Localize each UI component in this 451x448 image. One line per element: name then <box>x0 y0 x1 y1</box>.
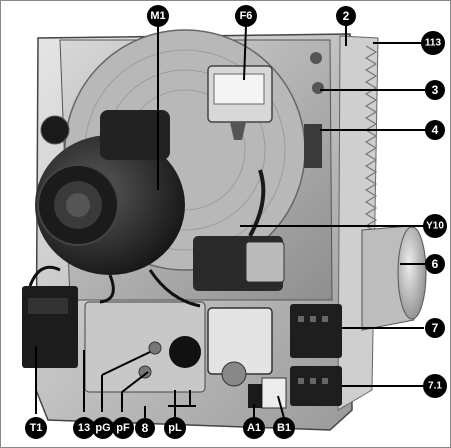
fin-ridges <box>364 45 378 251</box>
callout-label-pl: pL <box>168 422 182 434</box>
callout-7-1: 7.1 <box>423 374 447 398</box>
callout-label-f6: F6 <box>240 10 253 22</box>
callout-pl: pL <box>164 417 186 439</box>
callout-113: 113 <box>421 31 445 55</box>
callout-label-b1: B1 <box>277 422 291 434</box>
callout-label-7: 7 <box>432 321 439 335</box>
blast-tube-end <box>397 226 427 320</box>
callout-t1: T1 <box>25 417 47 439</box>
callout-y10: Y10 <box>423 214 447 238</box>
callout-label-t1: T1 <box>30 422 43 434</box>
leader-lines <box>35 24 426 419</box>
wiring <box>28 265 201 308</box>
callout-label-3: 3 <box>432 83 439 97</box>
callout-2: 2 <box>336 6 356 26</box>
callout-6: 6 <box>425 254 445 274</box>
callout-label-13: 13 <box>78 422 90 434</box>
callout-13: 13 <box>73 417 95 439</box>
callout-a1: A1 <box>243 417 265 439</box>
callout-4: 4 <box>425 120 445 140</box>
callout-label-6: 6 <box>432 257 439 271</box>
callout-3: 3 <box>425 80 445 100</box>
callout-pg: pG <box>92 417 114 439</box>
reset-button-body <box>261 377 287 409</box>
callout-label-4: 4 <box>432 123 439 137</box>
callout-label-7-1: 7.1 <box>428 381 442 392</box>
callout-pf: pF <box>112 417 134 439</box>
callout-label-8: 8 <box>142 421 149 435</box>
callout-m1: M1 <box>147 5 169 27</box>
callout-label-y10: Y10 <box>426 221 444 232</box>
callout-label-113: 113 <box>425 38 442 49</box>
connector-7-1 <box>290 366 342 406</box>
callout-label-pf: pF <box>116 422 130 434</box>
callout-b1: B1 <box>273 417 295 439</box>
callout-label-pg: pG <box>95 422 110 434</box>
callout-8: 8 <box>135 418 155 438</box>
connector-7 <box>290 304 342 358</box>
pump-gauge-port <box>169 336 201 368</box>
callout-7: 7 <box>425 318 445 338</box>
motor-mount <box>100 110 170 160</box>
callout-label-2: 2 <box>343 9 350 23</box>
callout-f6: F6 <box>235 5 257 27</box>
motor-vents <box>54 181 102 229</box>
callout-label-m1: M1 <box>150 10 165 22</box>
callout-label-a1: A1 <box>247 422 261 434</box>
motor-capacitor <box>40 115 70 145</box>
